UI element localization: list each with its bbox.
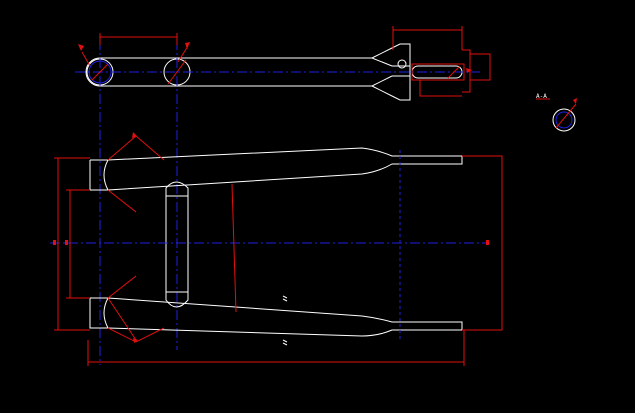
section-outer-circle	[552, 108, 576, 132]
top-dim-fork-length	[392, 26, 463, 50]
plan-cross-tube	[165, 181, 189, 308]
plan-dim-mark-left	[65, 240, 68, 245]
plan-dim-mark-far-left	[53, 240, 56, 245]
top-hole-leader-left	[91, 63, 109, 81]
plan-dim-mark-right	[486, 240, 489, 245]
plan-view	[50, 132, 503, 366]
plan-construction-arrowheads	[132, 132, 138, 343]
plan-dim-overall-length	[87, 330, 465, 366]
top-dim-slot	[419, 80, 462, 97]
top-dim-pivot-spacing	[99, 33, 178, 45]
plan-dim-fork-width	[462, 155, 503, 331]
section-label: A-A	[536, 93, 547, 100]
plan-construction-lower	[107, 297, 137, 341]
top-leader-lines	[81, 45, 189, 67]
plan-dim-overall-width	[54, 157, 90, 331]
top-slot-leader	[447, 65, 461, 79]
top-fork-pin-hole	[397, 59, 407, 69]
section-a-a: A-A	[536, 93, 577, 132]
plan-lower-arm	[90, 297, 463, 337]
top-dim-fork-height	[462, 49, 491, 93]
plan-weld-mark-upper	[282, 295, 288, 302]
plan-weld-mark-lower	[282, 339, 288, 346]
top-view	[75, 26, 491, 365]
plan-lower-hinge	[89, 297, 109, 329]
section-inner-circle	[555, 111, 573, 129]
plan-dim-arm-gap	[231, 183, 237, 313]
plan-upper-hinge	[89, 159, 109, 191]
section-leader	[555, 103, 577, 129]
plan-dim-inner-width	[66, 189, 90, 299]
plan-upper-arm	[90, 147, 463, 191]
top-hole-leader-mid	[167, 59, 187, 85]
top-slot-box	[411, 63, 465, 81]
section-arrowhead	[573, 98, 577, 104]
